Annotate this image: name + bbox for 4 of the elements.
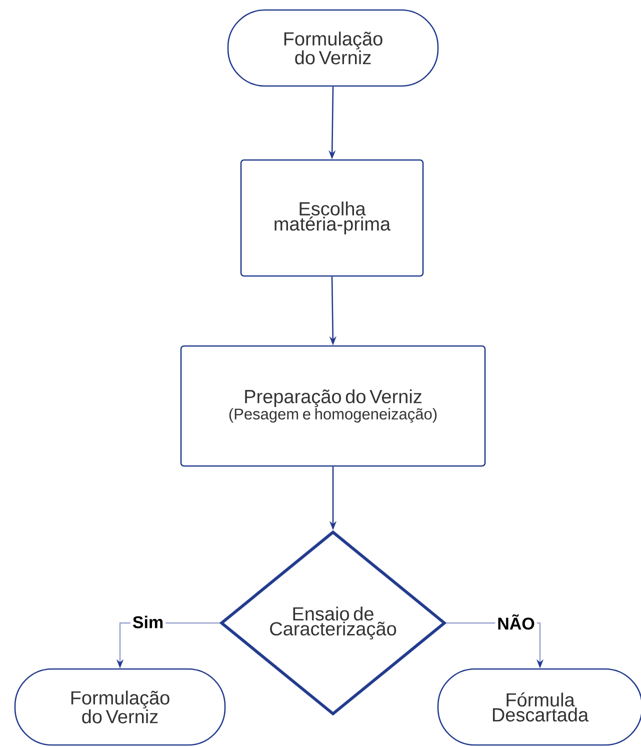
- process-box: Preparação do Verniz (Pesagem e homogeneização): [180, 345, 486, 467]
- edge-label: Sim: [130, 614, 166, 630]
- process-box: Escolha matéria-prima: [240, 159, 424, 277]
- edge-label: NÃO: [495, 612, 537, 632]
